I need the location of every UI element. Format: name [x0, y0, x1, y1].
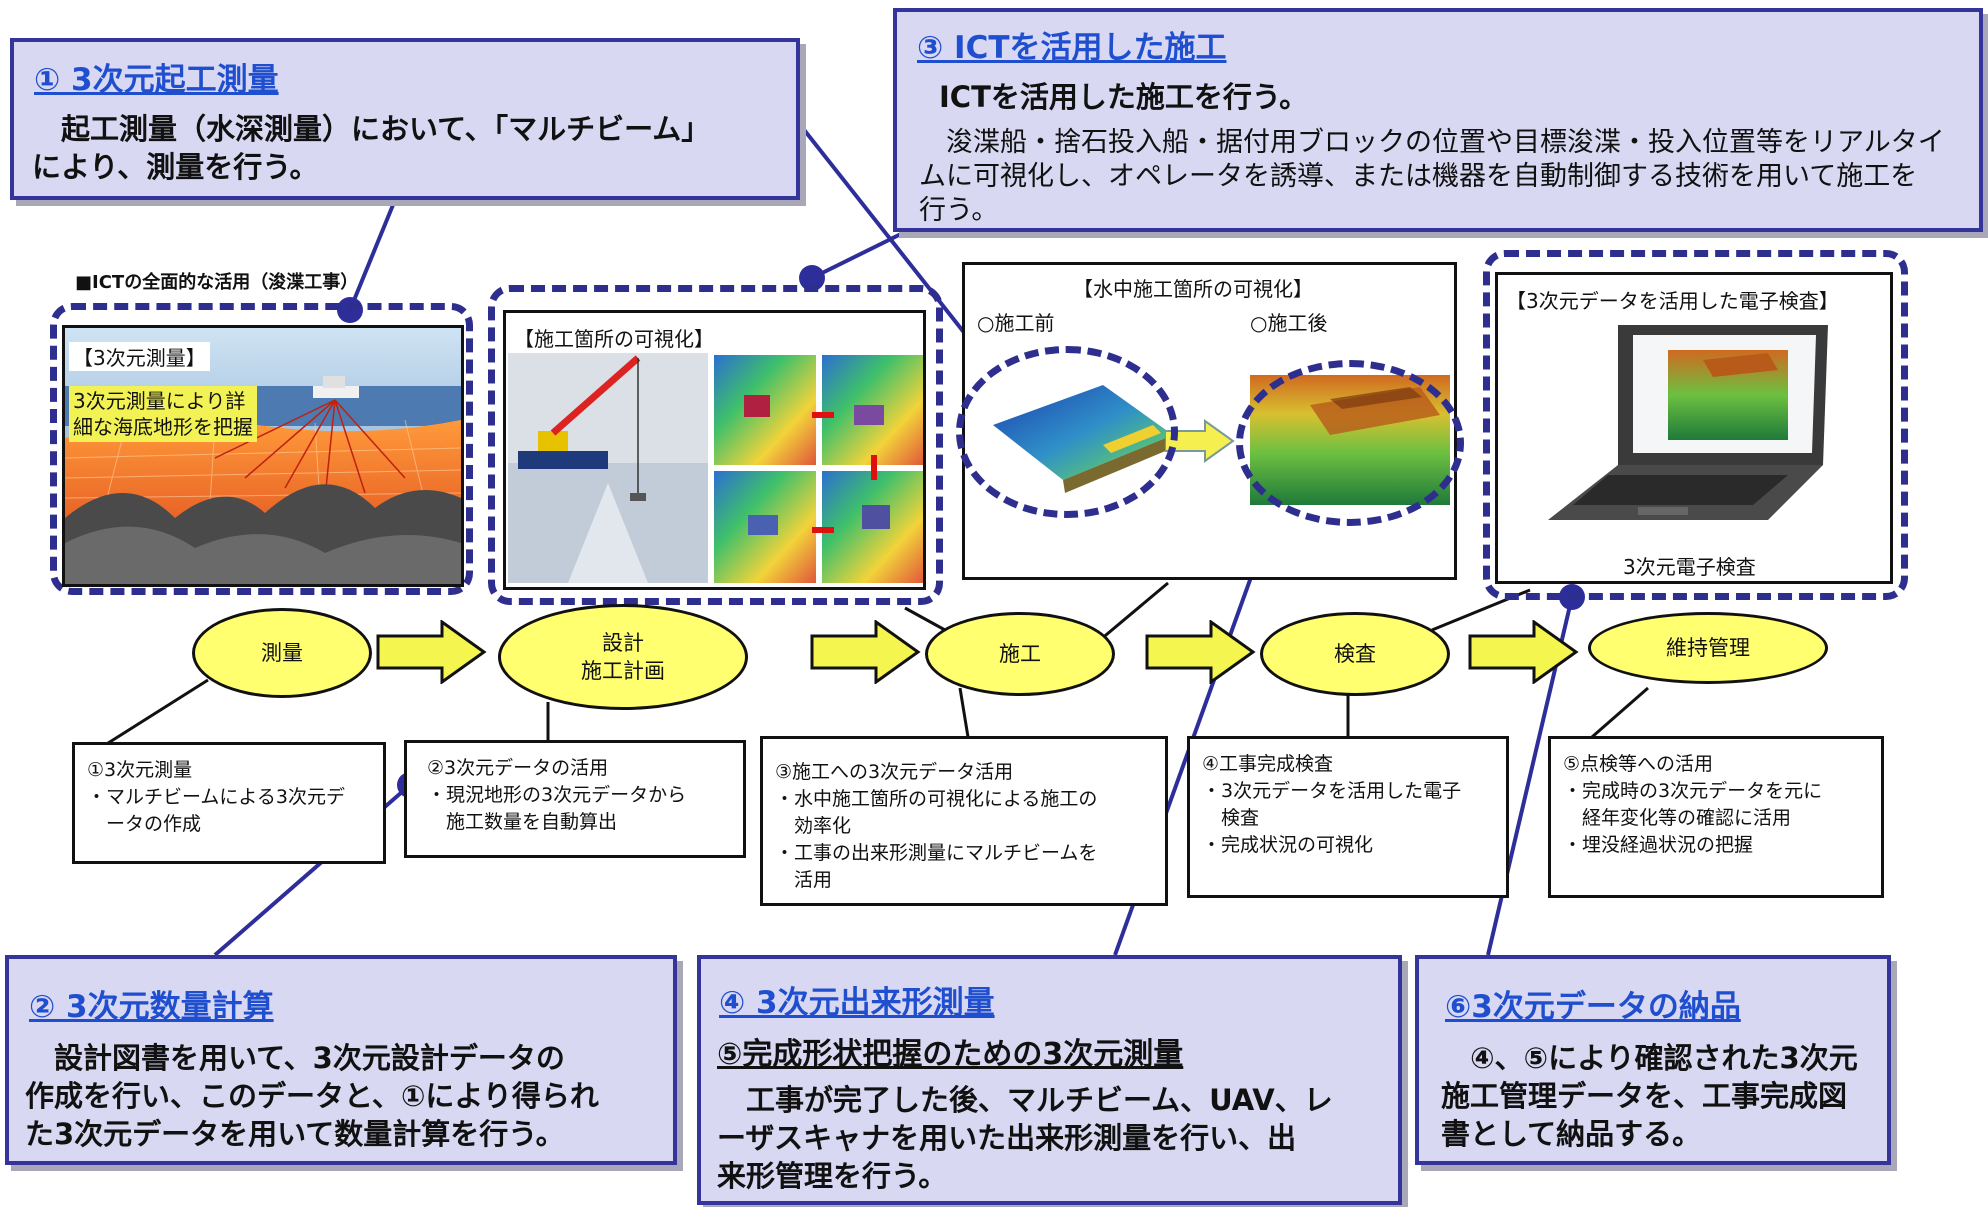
panel-3d-survey: 【3次元測量】 3次元測量により詳 細な海底地形を把握 [62, 325, 464, 587]
section-heading: ■ICTの全面的な活用（浚渫工事） [75, 272, 359, 293]
callout-3d-data-delivery: ⑥3次元データの納品 ④、⑤により確認された3次元 施工管理データを、工事完成図… [1415, 955, 1891, 1165]
detail-line: ③施工への3次元データ活用 [775, 761, 1014, 783]
step-survey: 測量 [192, 608, 372, 698]
detail-line: 検査 [1202, 807, 1260, 829]
step-maintenance: 維持管理 [1588, 612, 1828, 684]
detail-design: ②3次元データの活用 ・現況地形の3次元データから 施工数量を自動算出 [404, 740, 746, 858]
label-before: ○施工前 [977, 311, 1055, 335]
callout-title: ② 3次元数量計算 [29, 989, 274, 1025]
dashed-circle-before [956, 346, 1178, 518]
step-inspection: 検査 [1260, 612, 1450, 696]
detail-line: ・現況地形の3次元データから [427, 784, 687, 806]
flow-arrow [1468, 620, 1579, 684]
callout-line: 工事が完了した後、マルチビーム、UAV、レ [717, 1083, 1333, 1117]
callout-title: ④ 3次元出来形測量 [719, 985, 995, 1021]
callout-line: ーザスキャナを用いた出来形測量を行い、出 [717, 1121, 1297, 1155]
callout-line: た3次元データを用いて数量計算を行う。 [25, 1117, 565, 1151]
detail-survey: ①3次元測量 ・マルチビームによる3次元デ ータの作成 [72, 742, 386, 864]
detail-line: ②3次元データの活用 [427, 757, 609, 779]
detail-line: 経年変化等の確認に活用 [1563, 807, 1792, 829]
callout-line: 書として納品する。 [1441, 1117, 1702, 1151]
panel-label: 【3次元測量】 [69, 342, 210, 371]
crane-barge-image [508, 353, 708, 583]
callout-line: 作成を行い、このデータと、①により得られ [25, 1079, 599, 1113]
flow-arrow [1145, 620, 1256, 684]
detail-line: 効率化 [775, 815, 852, 837]
detail-line: ・完成状況の可視化 [1202, 834, 1374, 856]
callout-line: により、測量を行う。 [32, 150, 319, 184]
detail-line: ・3次元データを活用した電子 [1202, 780, 1462, 802]
callout-line: 来形管理を行う。 [717, 1159, 948, 1193]
panel-caption: 3次元測量により詳 細な海底地形を把握 [69, 386, 257, 442]
detail-line: ・マルチビームによる3次元デ [87, 786, 345, 808]
detail-line: ・埋没経過状況の把握 [1563, 834, 1754, 856]
dashed-circle-after [1236, 360, 1464, 526]
callout-title: ⑥3次元データの納品 [1445, 989, 1741, 1025]
callout-subheading: ⑤完成形状把握のための3次元測量 [717, 1037, 1184, 1072]
detail-line: 施工数量を自動算出 [427, 811, 618, 833]
callout-ict-construction: ③ ICTを活用した施工 ICTを活用した施工を行う。 浚渫船・捨石投入船・据付… [893, 8, 1983, 232]
caption-line: 細な海底地形を把握 [73, 415, 253, 439]
callout-line: 施工管理データを、工事完成図 [1441, 1079, 1848, 1113]
detail-line: ・工事の出来形測量にマルチビームを [775, 842, 1098, 864]
detail-construction: ③施工への3次元データ活用 ・水中施工箇所の可視化による施工の 効率化 ・工事の… [760, 736, 1168, 906]
detail-line: ①3次元測量 [87, 759, 193, 781]
detail-inspection: ④工事完成検査 ・3次元データを活用した電子 検査 ・完成状況の可視化 [1187, 736, 1509, 898]
panel-site-visualization: 【施工箇所の可視化】 [503, 310, 926, 590]
detail-line: ④工事完成検査 [1202, 753, 1334, 775]
callout-subheading: ICTを活用した施工を行う。 [939, 80, 1309, 114]
sonar-grid-image [714, 355, 923, 583]
callout-title: ① 3次元起工測量 [34, 62, 279, 98]
dashed-frame-survey [50, 303, 473, 595]
callout-3d-start-survey: ① 3次元起工測量 起工測量（水深測量）において、「マルチビーム」 により、測量… [10, 38, 800, 200]
panel-electronic-inspection: 【3次元データを活用した電子検査】 3次元電子検査 [1495, 272, 1893, 584]
flow-arrow [376, 620, 487, 684]
panel-label: 【3次元データを活用した電子検査】 [1506, 289, 1839, 313]
callout-line: 起工測量（水深測量）において、「マルチビーム」 [32, 112, 711, 146]
callout-title: ③ ICTを活用した施工 [917, 30, 1227, 66]
callout-line: 設計図書を用いて、3次元設計データの [25, 1041, 565, 1075]
callout-3d-asbuilt-survey: ④ 3次元出来形測量 ⑤完成形状把握のための3次元測量 工事が完了した後、マルチ… [697, 955, 1402, 1205]
panel-label: 【水中施工箇所の可視化】 [1073, 277, 1313, 301]
callout-line: 浚渫船・捨石投入船・据付用ブロックの位置や目標浚渫・投入位置等をリアルタイ [919, 127, 1945, 158]
detail-line: ・完成時の3次元データを元に [1563, 780, 1823, 802]
detail-line: ⑤点検等への活用 [1563, 753, 1714, 775]
dashed-frame-visualization [488, 285, 943, 605]
detail-line: ータの作成 [87, 813, 202, 835]
panel-label: 【施工箇所の可視化】 [514, 327, 714, 351]
callout-line: ムに可視化し、オペレータを誘導、または機器を自動制御する技術を用いて施工を [919, 161, 1918, 192]
callout-3d-quantity: ② 3次元数量計算 設計図書を用いて、3次元設計データの 作成を行い、このデータ… [5, 955, 677, 1165]
label-after: ○施工後 [1250, 311, 1328, 335]
step-design-planning: 設計 施工計画 [498, 604, 748, 710]
dashed-frame-inspection [1483, 250, 1908, 600]
detail-line: 活用 [775, 869, 833, 891]
callout-line: ④、⑤により確認された3次元 [1441, 1041, 1858, 1075]
flow-arrow [810, 620, 921, 684]
laptop-image [1548, 325, 1828, 520]
detail-maintenance: ⑤点検等への活用 ・完成時の3次元データを元に 経年変化等の確認に活用 ・埋没経… [1548, 736, 1884, 898]
step-construction: 施工 [925, 612, 1115, 696]
callout-line: 行う。 [919, 195, 999, 226]
detail-line: ・水中施工箇所の可視化による施工の [775, 788, 1098, 810]
caption-line: 3次元測量により詳 [73, 389, 246, 413]
panel-caption: 3次元電子検査 [1623, 555, 1756, 579]
